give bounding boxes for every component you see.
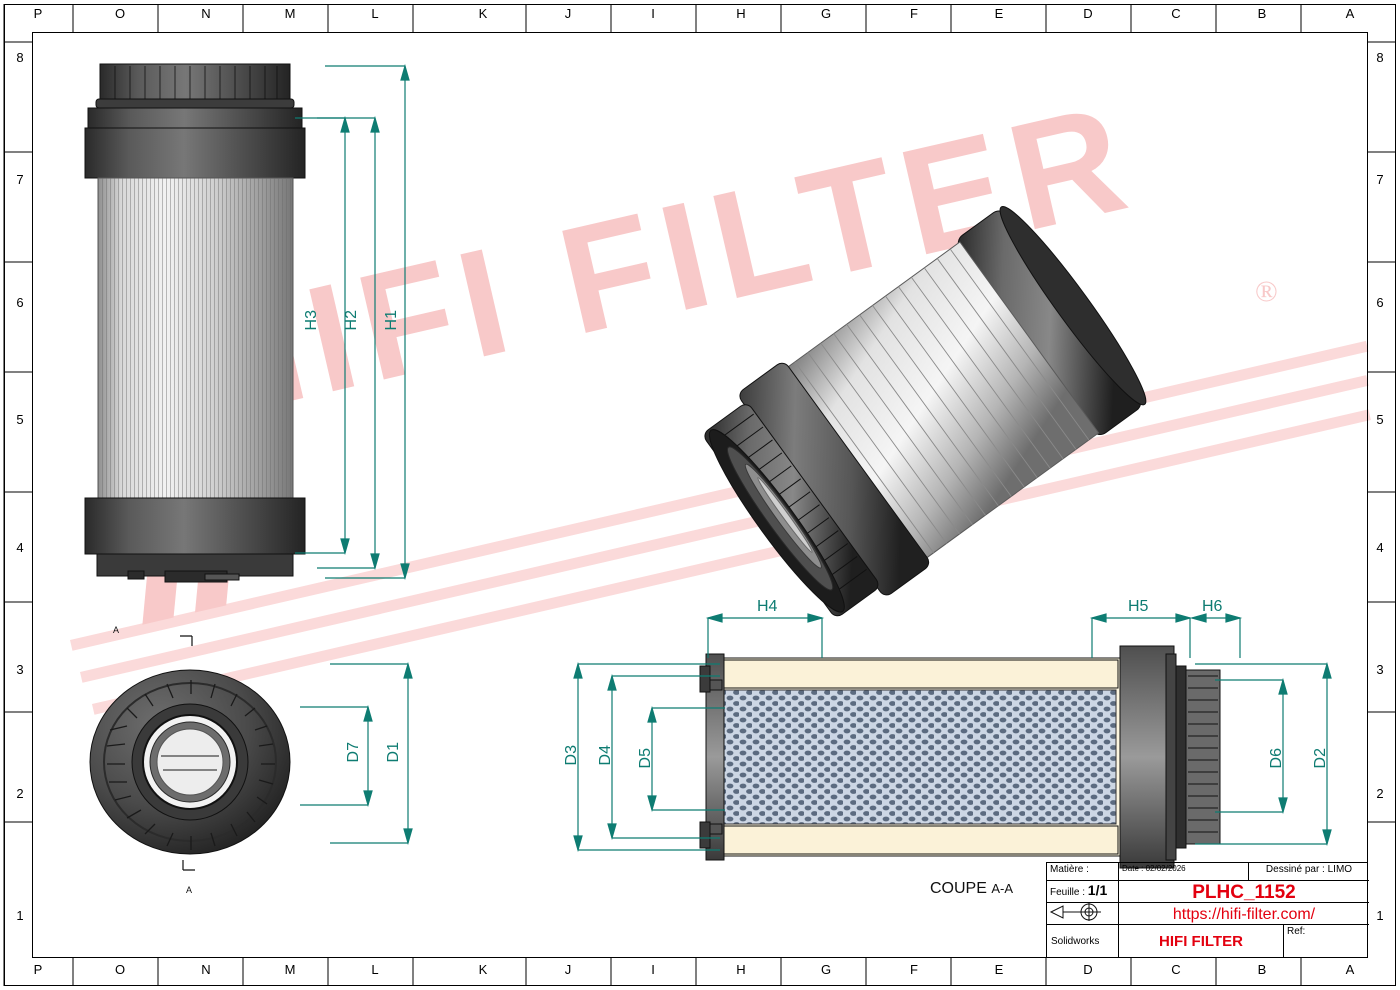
section-label-coupe: COUPE <box>930 880 987 897</box>
col-mark-H-bottom: H <box>736 962 746 977</box>
col-mark-K-top: K <box>478 6 488 21</box>
frame-inner-border <box>32 32 1368 958</box>
col-mark-B-top: B <box>1257 6 1267 21</box>
row-mark-8-right: 8 <box>1376 50 1384 65</box>
section-right-diameter-dimensions <box>1195 661 1332 847</box>
dim-label-D4: D4 <box>597 745 614 766</box>
col-mark-B-bottom: B <box>1257 962 1267 977</box>
feuille-value: 1/1 <box>1087 882 1108 898</box>
row-mark-7-right: 7 <box>1376 172 1384 187</box>
front-view-drawing <box>84 63 306 646</box>
dim-label-H5: H5 <box>1128 598 1149 615</box>
row-mark-7-left: 7 <box>16 172 24 187</box>
col-mark-N-bottom: N <box>201 962 211 977</box>
isometric-view-drawing <box>704 206 1147 617</box>
dim-label-H4: H4 <box>757 598 778 615</box>
row-mark-1-left: 1 <box>16 908 24 923</box>
col-mark-C-top: C <box>1171 6 1181 21</box>
row-mark-3-right: 3 <box>1376 662 1384 677</box>
projection-symbol-cell <box>1047 903 1119 925</box>
date-value: 02/02/2026 <box>1145 864 1186 873</box>
section-left-diameter-dimensions <box>573 661 725 853</box>
col-mark-J-bottom: J <box>564 962 572 977</box>
col-mark-F-bottom: F <box>910 962 918 977</box>
software-name: Solidworks <box>1047 925 1119 957</box>
col-mark-C-bottom: C <box>1171 962 1181 977</box>
row-mark-8-left: 8 <box>16 50 24 65</box>
col-mark-F-top: F <box>910 6 918 21</box>
row-mark-4-right: 4 <box>1376 540 1384 555</box>
dim-label-H6: H6 <box>1202 598 1223 615</box>
col-mark-M-bottom: M <box>284 962 296 977</box>
col-mark-E-bottom: E <box>994 962 1004 977</box>
row-mark-6-right: 6 <box>1376 295 1384 310</box>
col-mark-K-bottom: K <box>478 962 488 977</box>
section-label-suffix: A-A <box>991 881 1014 896</box>
matiere-label: Matière : <box>1047 863 1119 881</box>
ref-label: Ref: <box>1287 926 1306 937</box>
dessine-value: LIMO <box>1327 864 1353 875</box>
dim-label-H1: H1 <box>383 310 400 331</box>
row-mark-6-left: 6 <box>16 295 24 310</box>
col-mark-I-bottom: I <box>651 962 655 977</box>
website-url[interactable]: https://hifi-filter.com/ <box>1119 903 1369 925</box>
reference-value: PLHC_1152 <box>1119 881 1369 903</box>
dim-label-H2: H2 <box>343 310 360 331</box>
ref-cell: Ref: <box>1284 925 1369 957</box>
first-angle-projection-icon <box>1049 903 1101 921</box>
front-view-dimensions <box>295 63 410 581</box>
col-mark-O-bottom: O <box>114 962 126 977</box>
col-mark-D-top: D <box>1083 6 1093 21</box>
col-mark-G-bottom: G <box>820 962 832 977</box>
col-mark-G-top: G <box>820 6 832 21</box>
col-mark-J-top: J <box>564 6 572 21</box>
feuille-cell: Feuille : 1/1 <box>1047 881 1119 903</box>
col-mark-I-top: I <box>651 6 655 21</box>
date-cell: Date : 02/02/2026 <box>1119 863 1249 881</box>
row-mark-5-left: 5 <box>16 412 24 427</box>
section-mark-a-top: A <box>113 625 120 635</box>
col-mark-E-top: E <box>994 6 1004 21</box>
end-view-drawing <box>89 669 291 871</box>
dim-label-D3: D3 <box>563 745 580 766</box>
row-mark-2-right: 2 <box>1376 786 1384 801</box>
col-mark-L-bottom: L <box>371 962 379 977</box>
dim-label-D5: D5 <box>637 748 654 769</box>
section-horizontal-dimensions <box>705 613 1243 658</box>
col-mark-P-top: P <box>33 6 43 21</box>
col-mark-D-bottom: D <box>1083 962 1093 977</box>
col-mark-H-top: H <box>736 6 746 21</box>
col-mark-M-top: M <box>284 6 296 21</box>
row-mark-5-right: 5 <box>1376 412 1384 427</box>
col-mark-A-top: A <box>1345 6 1355 21</box>
dessine-label: Dessiné par : <box>1265 864 1325 875</box>
dim-label-D7: D7 <box>345 742 362 763</box>
col-mark-A-bottom: A <box>1345 962 1355 977</box>
col-mark-P-bottom: P <box>33 962 43 977</box>
date-label: Date : <box>1122 864 1144 873</box>
dim-label-H3: H3 <box>303 310 320 331</box>
feuille-label: Feuille : <box>1050 887 1086 898</box>
section-mark-a-bottom: A <box>186 885 193 895</box>
col-mark-O-top: O <box>114 6 126 21</box>
col-mark-L-top: L <box>371 6 379 21</box>
company-name: HIFI FILTER <box>1119 925 1284 957</box>
dim-label-D1: D1 <box>385 742 402 763</box>
row-mark-2-left: 2 <box>16 786 24 801</box>
dim-label-D2: D2 <box>1312 748 1329 769</box>
end-view-dimensions <box>300 661 413 846</box>
section-view-drawing <box>699 645 1221 869</box>
dessine-cell: Dessiné par : LIMO <box>1249 863 1369 881</box>
row-mark-4-left: 4 <box>16 540 24 555</box>
row-mark-1-right: 1 <box>1376 908 1384 923</box>
col-mark-N-top: N <box>201 6 211 21</box>
title-block: Matière : Date : 02/02/2026 Dessiné par … <box>1046 862 1369 958</box>
dim-label-D6: D6 <box>1268 748 1285 769</box>
row-mark-3-left: 3 <box>16 662 24 677</box>
